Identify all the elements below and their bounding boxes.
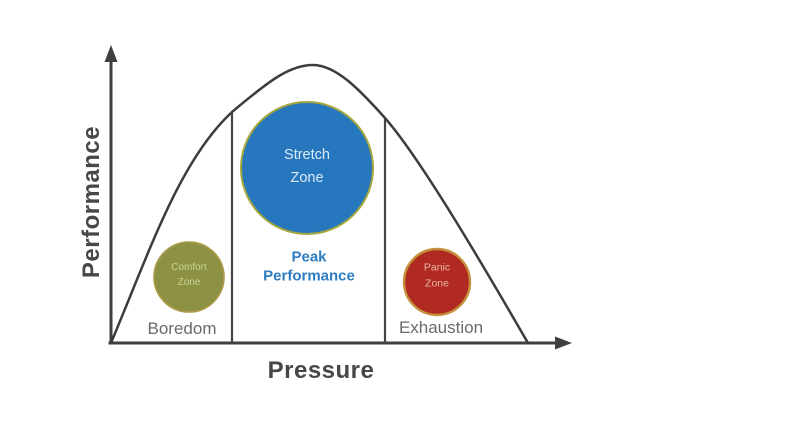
panic-zone-circle [402,247,472,317]
exhaustion-region-label: Exhaustion [398,318,484,337]
y-axis-arrowhead-icon [104,45,118,62]
panic-zone-label: Panic Zone [423,261,451,290]
stretch-zone-label: Stretch Zone [284,146,330,186]
comfort-zone-label: Comfort Zone [171,262,207,288]
bell-curve [109,63,530,345]
x-axis-arrowhead-icon [555,336,572,350]
x-axis-label: Pressure [267,357,375,384]
stretch-zone-circle [240,101,374,235]
boredom-region-label: Boredom [147,319,217,338]
peak-performance-label: Peak Performance [263,248,355,284]
comfort-zone-circle [153,241,225,313]
y-axis-label: Performance [78,125,105,279]
